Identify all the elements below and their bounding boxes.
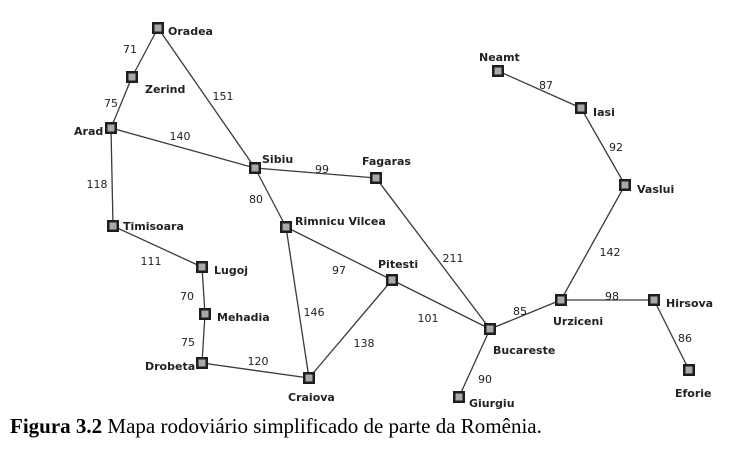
- figure-label: Figura 3.2: [10, 414, 103, 438]
- road-sibiu-fagaras: [254, 167, 377, 179]
- caption-text: Mapa rodoviário simplificado de parte da…: [107, 414, 542, 438]
- distance-label-sibiu-fagaras: 99: [315, 163, 329, 176]
- distance-label-rimnicu-craiova: 146: [304, 306, 325, 319]
- city-label-lugoj: Lugoj: [214, 264, 248, 277]
- city-label-vaslui: Vaslui: [637, 183, 674, 196]
- road-fagaras-bucareste: [375, 177, 491, 330]
- road-pitesti-bucareste: [391, 279, 491, 330]
- road-drobeta-craiova: [201, 362, 310, 379]
- city-node-vaslui: [619, 179, 631, 191]
- road-zerind-arad: [110, 76, 133, 129]
- road-arad-sibiu: [110, 127, 256, 169]
- distance-label-arad-timisoara: 118: [87, 178, 108, 191]
- distance-label-iasi-neamt: 87: [539, 79, 553, 92]
- city-node-neamt: [492, 65, 504, 77]
- distance-label-oradea-zerind: 71: [123, 43, 137, 56]
- distance-label-hirsova-eforie: 86: [678, 332, 692, 345]
- distance-label-drobeta-craiova: 120: [248, 355, 269, 368]
- city-label-drobeta: Drobeta: [145, 360, 195, 373]
- distance-label-timisoara-lugoj: 111: [141, 255, 162, 268]
- city-label-oradea: Oradea: [168, 25, 213, 38]
- distance-label-urziceni-hirsova: 98: [605, 290, 619, 303]
- city-node-giurgiu: [453, 391, 465, 403]
- road-bucareste-giurgiu: [458, 328, 491, 398]
- distance-label-mehadia-drobeta: 75: [181, 336, 195, 349]
- city-node-rimnicu: [280, 221, 292, 233]
- distance-label-rimnicu-pitesti: 97: [332, 264, 346, 277]
- city-label-giurgiu: Giurgiu: [469, 397, 515, 410]
- figure-caption: Figura 3.2 Mapa rodoviário simplificado …: [10, 414, 725, 439]
- distance-label-oradea-sibiu: 151: [213, 90, 234, 103]
- distance-label-craiova-pitesti: 138: [354, 337, 375, 350]
- city-label-rimnicu: Rimnicu Vilcea: [295, 215, 386, 228]
- city-node-pitesti: [386, 274, 398, 286]
- city-node-bucareste: [484, 323, 496, 335]
- distance-label-pitesti-bucareste: 101: [418, 312, 439, 325]
- roads-layer: [110, 27, 690, 398]
- distance-label-vaslui-iasi: 92: [609, 141, 623, 154]
- city-node-lugoj: [196, 261, 208, 273]
- road-bucareste-urziceni: [489, 299, 562, 330]
- city-node-iasi: [575, 102, 587, 114]
- distance-label-sibiu-rimnicu: 80: [249, 193, 263, 206]
- road-lugoj-mehadia: [201, 266, 206, 315]
- road-iasi-neamt: [497, 70, 582, 109]
- city-label-zerind: Zerind: [145, 83, 185, 96]
- city-label-sibiu: Sibiu: [262, 153, 293, 166]
- road-oradea-sibiu: [157, 27, 256, 169]
- city-label-mehadia: Mehadia: [217, 311, 270, 324]
- distance-label-urziceni-vaslui: 142: [600, 246, 621, 259]
- distance-label-fagaras-bucareste: 211: [443, 252, 464, 265]
- city-node-hirsova: [648, 294, 660, 306]
- distance-label-lugoj-mehadia: 70: [180, 290, 194, 303]
- city-label-eforie: Eforie: [675, 387, 712, 400]
- city-node-urziceni: [555, 294, 567, 306]
- city-label-hirsova: Hirsova: [666, 297, 713, 310]
- road-oradea-zerind: [131, 27, 159, 78]
- road-rimnicu-craiova: [285, 226, 310, 379]
- city-node-timisoara: [107, 220, 119, 232]
- road-rimnicu-pitesti: [285, 226, 393, 281]
- city-label-fagaras: Fagaras: [362, 155, 411, 168]
- road-urziceni-vaslui: [560, 184, 626, 301]
- road-arad-timisoara: [110, 127, 114, 227]
- city-label-iasi: Iasi: [593, 106, 615, 119]
- distance-label-zerind-arad: 75: [104, 97, 118, 110]
- city-node-arad: [105, 122, 117, 134]
- city-labels-layer: OradeaZerindAradTimisoaraLugojMehadiaDro…: [74, 25, 713, 410]
- city-node-oradea: [152, 22, 164, 34]
- distance-label-bucareste-giurgiu: 90: [478, 373, 492, 386]
- city-node-craiova: [303, 372, 315, 384]
- road-craiova-pitesti: [308, 279, 393, 379]
- city-node-eforie: [683, 364, 695, 376]
- road-timisoara-lugoj: [112, 225, 203, 268]
- city-label-bucareste: Bucareste: [493, 344, 555, 357]
- distance-label-bucareste-urziceni: 85: [513, 305, 527, 318]
- city-label-arad: Arad: [74, 125, 103, 138]
- road-vaslui-iasi: [580, 107, 626, 186]
- city-node-fagaras: [370, 172, 382, 184]
- city-label-urziceni: Urziceni: [553, 315, 603, 328]
- distances-layer: 71 75 151 140 118 111 70 75 120 99 80 97 146 138 101 21…: [87, 43, 693, 386]
- city-nodes-layer: [105, 22, 695, 403]
- city-node-sibiu: [249, 162, 261, 174]
- city-label-timisoara: Timisoara: [123, 220, 184, 233]
- city-node-mehadia: [199, 308, 211, 320]
- distance-label-arad-sibiu: 140: [170, 130, 191, 143]
- city-label-pitesti: Pitesti: [378, 258, 418, 271]
- city-label-craiova: Craiova: [288, 391, 335, 404]
- road-hirsova-eforie: [653, 299, 690, 371]
- romania-road-map: 71 75 151 140 118 111 70 75 120 99 80 97 146 138 101 21…: [74, 22, 713, 410]
- city-label-neamt: Neamt: [479, 51, 520, 64]
- road-mehadia-drobeta: [201, 313, 206, 364]
- city-node-zerind: [126, 71, 138, 83]
- road-sibiu-rimnicu: [254, 167, 287, 228]
- city-node-drobeta: [196, 357, 208, 369]
